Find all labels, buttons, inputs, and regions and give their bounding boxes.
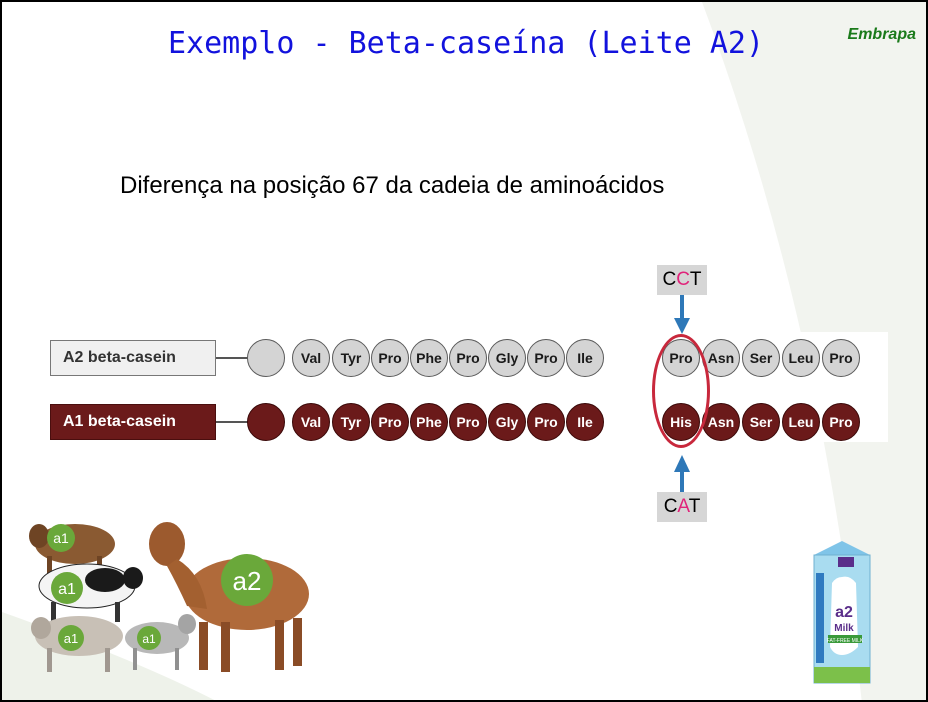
a1-residue-7: Gly — [488, 403, 526, 441]
a2-badge: a2 — [221, 554, 273, 606]
a2-residue-11: Asn — [702, 339, 740, 377]
a2-residue-12: Ser — [742, 339, 780, 377]
a1-residue-5: Phe — [410, 403, 448, 441]
a2-residue-14: Pro — [822, 339, 860, 377]
a1-badge-2: a1 — [51, 572, 83, 604]
codon-a2-base-1: C — [662, 269, 677, 290]
codon-a2-base-2: C — [676, 269, 690, 290]
a1-residue-4: Pro — [371, 403, 409, 441]
a2-beta-casein-label: A2 beta-casein — [50, 340, 216, 376]
a1-residue-3: Tyr — [332, 403, 370, 441]
a1-residue-6: Pro — [449, 403, 487, 441]
codon-a1: CAT — [657, 492, 707, 522]
a2-residue-5: Phe — [410, 339, 448, 377]
a1-badge-3-text: a1 — [64, 631, 78, 646]
arrow-down — [674, 295, 690, 334]
a2-residue-6: Pro — [449, 339, 487, 377]
embrapa-logo: Embrapa — [847, 26, 916, 43]
a1-badge-1-text: a1 — [53, 530, 69, 546]
codon-a1-base-1: C — [663, 496, 678, 517]
arrow-up — [674, 455, 690, 492]
a2-residue-2: Val — [292, 339, 330, 377]
cows-illustration: a1 a1 a1 a1 a2 — [29, 522, 309, 672]
a1-residue-11: Asn — [702, 403, 740, 441]
a2-residue-8: Pro — [527, 339, 565, 377]
codon-a2-base-3: T — [689, 269, 702, 290]
a1-beta-casein-label: A1 beta-casein — [50, 404, 216, 440]
a2-chain-line — [216, 357, 256, 359]
a2-milk-carton: a2 Milk FAT-FREE MILK — [813, 541, 871, 684]
a2-residue-3: Tyr — [332, 339, 370, 377]
a2-badge-text: a2 — [233, 566, 262, 596]
carton-product: Milk — [834, 623, 854, 634]
a2-residue-13: Leu — [782, 339, 820, 377]
a1-badge-1: a1 — [47, 524, 75, 552]
a1-chain-line — [216, 421, 256, 423]
mutation-highlight-ring — [652, 334, 710, 448]
carton-brand: a2 — [835, 604, 853, 621]
a1-residue-13: Leu — [782, 403, 820, 441]
a2-residue-4: Pro — [371, 339, 409, 377]
a1-badge-4-text: a1 — [142, 632, 156, 646]
a2-residue-7: Gly — [488, 339, 526, 377]
cow-small-gray — [125, 614, 196, 670]
a1-badge-2-text: a1 — [58, 581, 76, 598]
a2-residue-9: Ile — [566, 339, 604, 377]
a1-residue-12: Ser — [742, 403, 780, 441]
codon-a2: CCT — [657, 265, 707, 295]
a1-residue-8: Pro — [527, 403, 565, 441]
slide-title: Exemplo - Beta-caseína (Leite A2) — [167, 26, 765, 61]
a2-residue-1 — [247, 339, 285, 377]
carton-cap — [838, 557, 854, 567]
a1-badge-3: a1 — [58, 625, 84, 651]
carton-band: FAT-FREE MILK — [827, 638, 864, 644]
a1-residue-1 — [247, 403, 285, 441]
a1-residue-9: Ile — [566, 403, 604, 441]
a1-residue-14: Pro — [822, 403, 860, 441]
codon-a1-base-2: A — [677, 496, 689, 517]
codon-a1-base-3: T — [688, 496, 701, 517]
slide-subtitle: Diferença na posição 67 da cadeia de ami… — [120, 172, 665, 199]
a1-residue-2: Val — [292, 403, 330, 441]
a1-badge-4: a1 — [137, 626, 161, 650]
